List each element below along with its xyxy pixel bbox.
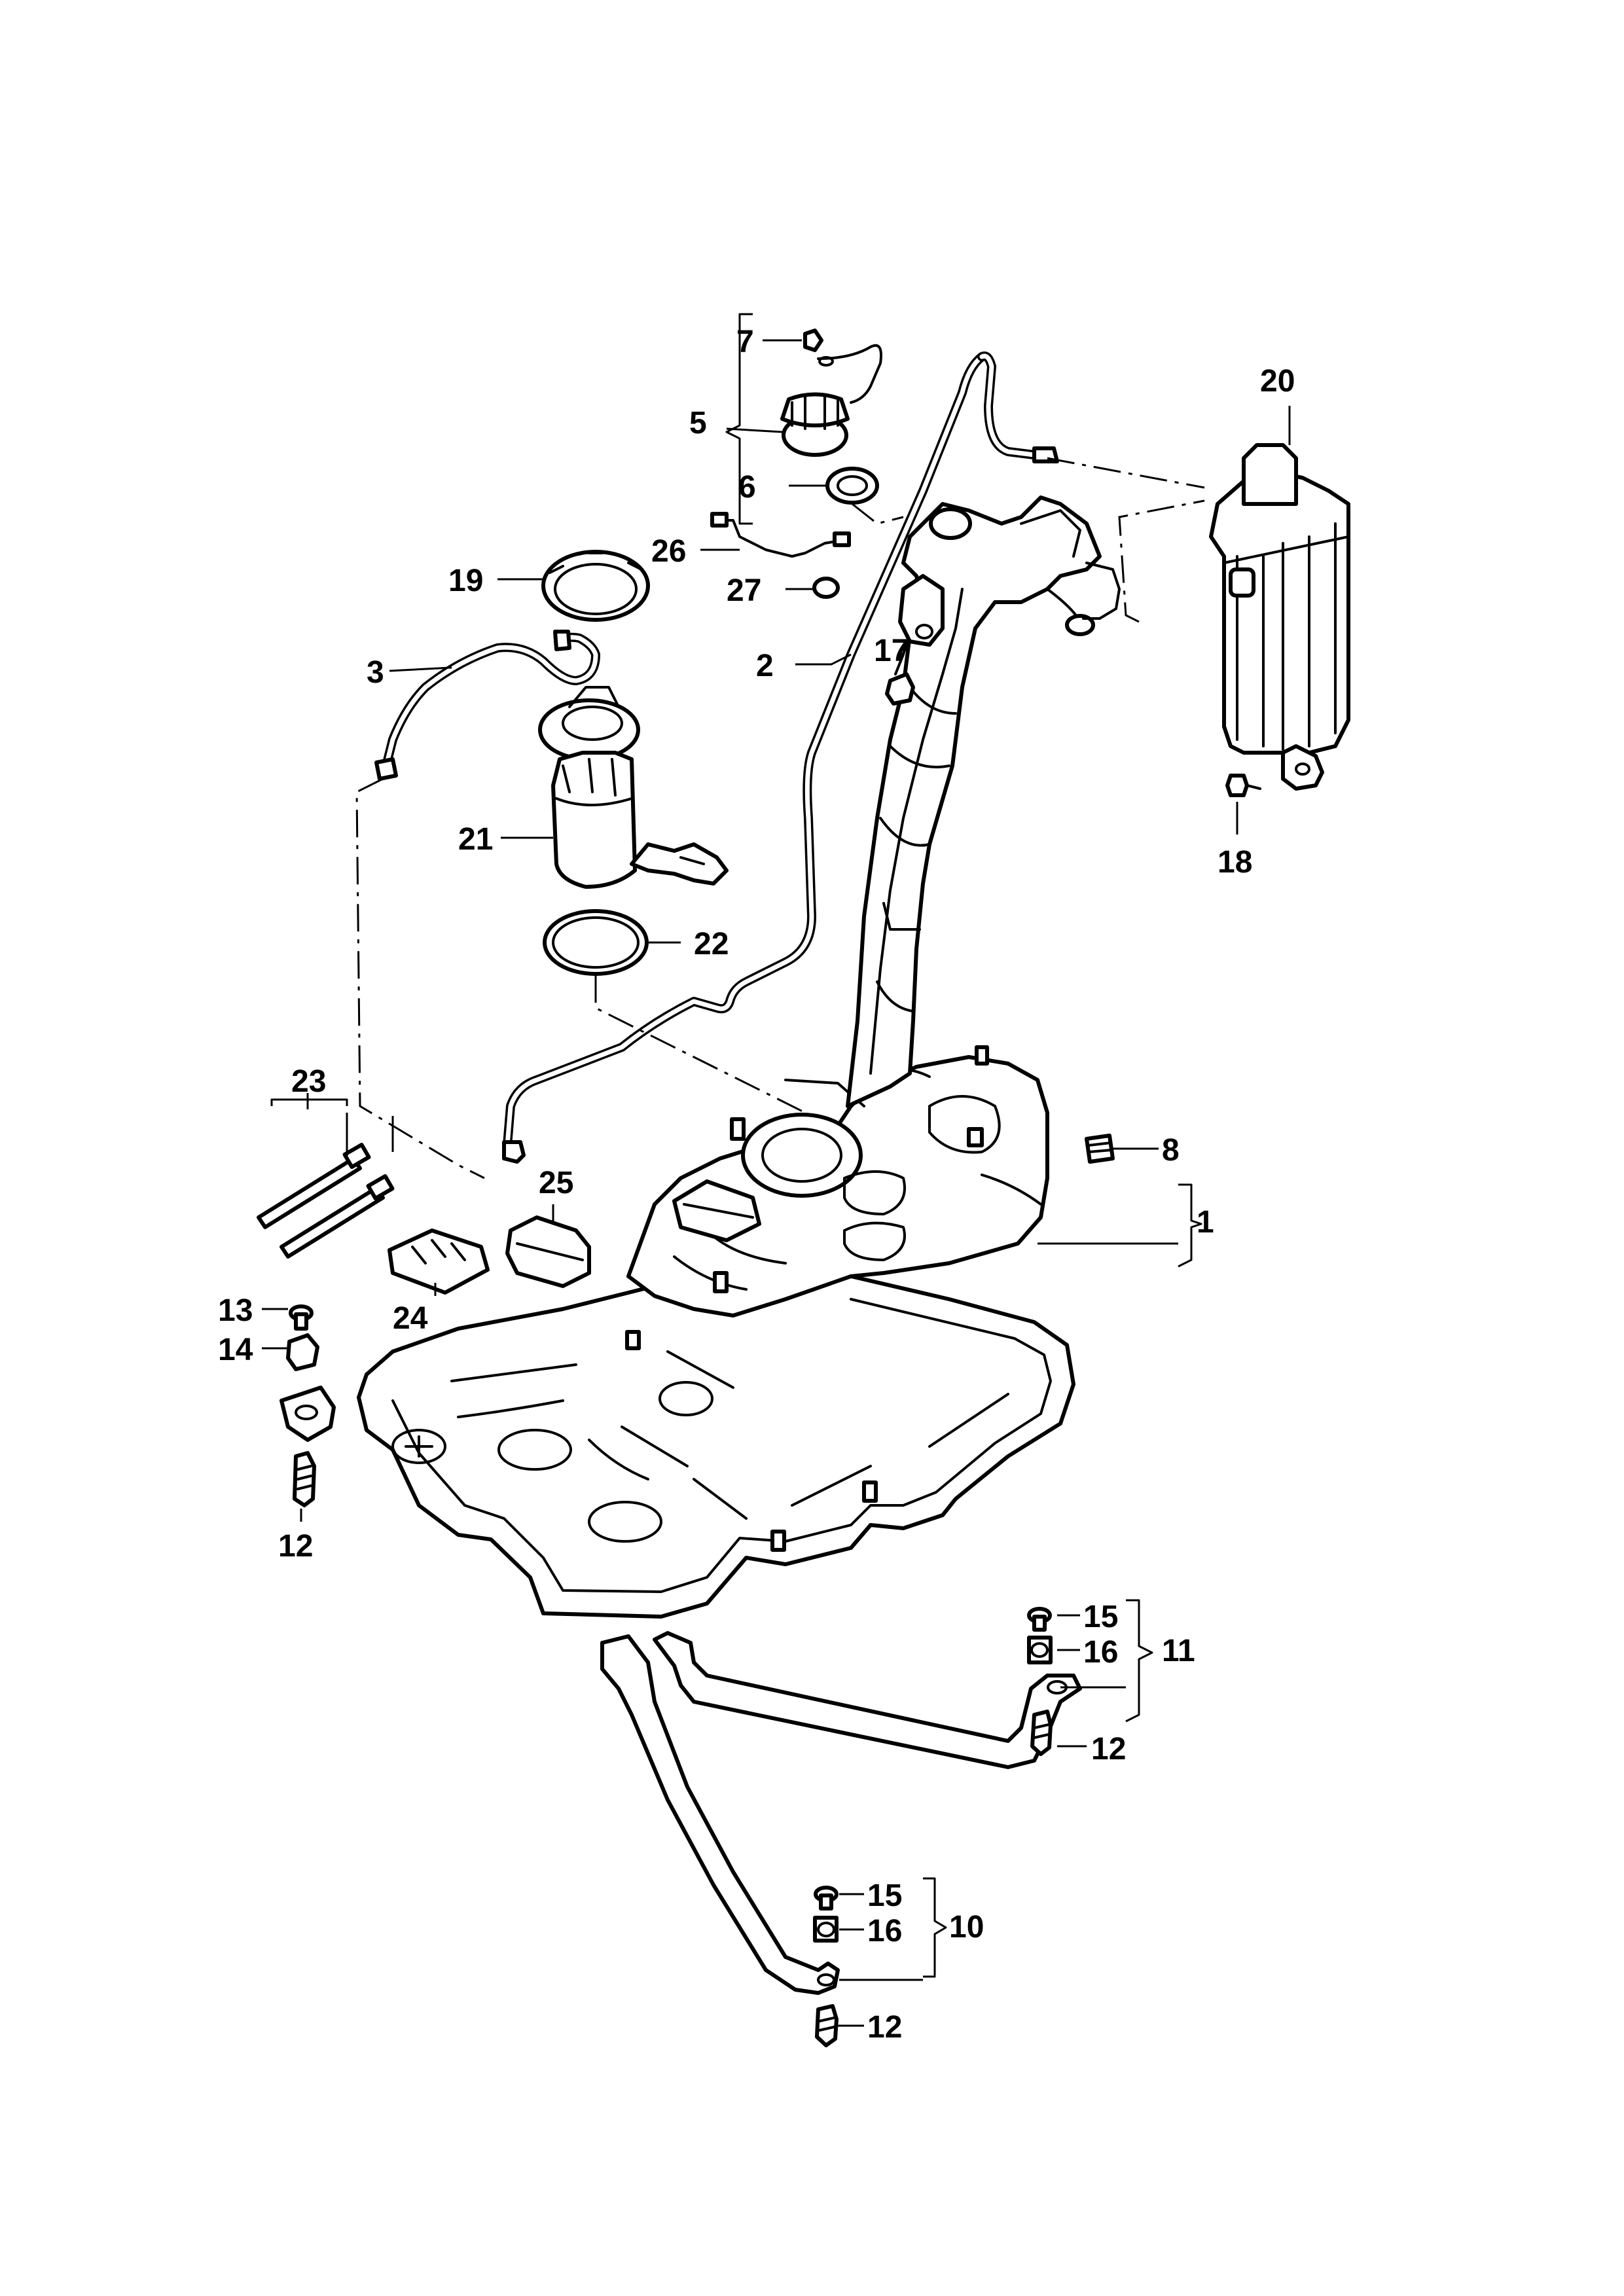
bushing-16-lower [813,1916,839,1943]
fuel-pump-assembly [538,550,729,976]
bolt-12-right [1030,1710,1053,1756]
assembly-lines [355,457,1205,1179]
callout-15-lower: 15 [867,1878,902,1913]
callout-14: 14 [218,1333,253,1367]
callout-16-upper: 16 [1083,1635,1118,1670]
callout-3: 3 [367,655,384,690]
filler-neck [846,495,1102,1108]
callout-22: 22 [694,927,729,961]
spacer-14 [286,1333,319,1371]
callout-12-right: 12 [1091,1732,1126,1767]
callout-26: 26 [651,534,686,569]
tank-strap-10 [600,1634,840,1995]
callout-21: 21 [458,822,493,857]
callout-1: 1 [1197,1205,1214,1240]
callout-19: 19 [448,564,483,598]
callout-8: 8 [1162,1133,1180,1168]
bolt-12-bottom [815,2004,839,2047]
callout-7: 7 [736,325,754,359]
callout-12-left: 12 [278,1529,313,1564]
callout-labels: 1 2 3 5 6 7 8 10 11 12 12 12 13 14 15 15… [218,325,1295,2045]
tank-connector [672,1179,761,1242]
fuel-tank [280,1045,1075,1619]
bolt-12-left [293,1451,316,1507]
connector-24 [388,1229,490,1295]
callout-2: 2 [756,649,774,683]
bolt-15-upper [1027,1607,1052,1632]
callout-5: 5 [689,406,707,440]
callout-20: 20 [1260,364,1295,399]
bolt-13 [289,1304,314,1331]
callout-18: 18 [1218,845,1252,880]
callout-13: 13 [218,1293,253,1328]
callout-25: 25 [539,1166,573,1200]
plug-27 [812,577,840,599]
bolt-15-lower [814,1886,839,1910]
vent-hose [1082,562,1121,620]
callout-12-bottom: 12 [867,2010,902,2045]
tank-strap-11 [653,1631,1082,1769]
callout-10: 10 [949,1910,984,1945]
fuel-line-2 [502,351,1059,1164]
cap-8 [1085,1134,1115,1164]
ground-strap-26 [710,512,851,558]
callout-11: 11 [1162,1634,1195,1668]
callout-23: 23 [291,1064,326,1099]
sensor-module-25 [505,1215,591,1288]
callout-27: 27 [727,573,761,608]
fuel-line-3 [374,630,600,781]
bushing-16-upper [1027,1636,1053,1664]
callout-16-lower: 16 [867,1914,902,1948]
callout-braces [270,313,1202,1978]
quick-connectors-23 [257,1142,395,1259]
evap-canister [1209,443,1350,797]
filler-cap-assembly [780,329,882,505]
callout-17: 17 [874,634,909,668]
callout-15-upper: 15 [1083,1600,1118,1634]
callout-24: 24 [393,1301,428,1336]
leader-lines [262,339,1291,2027]
callout-6: 6 [738,470,756,505]
